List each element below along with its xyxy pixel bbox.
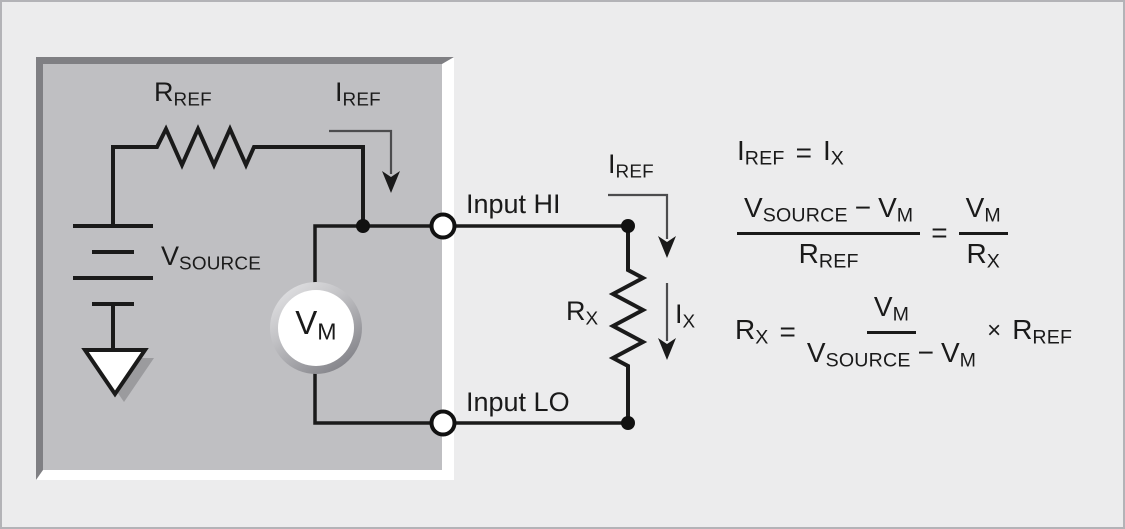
equation-ohms-law-ratio: VSOURCE−VM RREF = VM RX (737, 191, 1008, 274)
instrument-box (36, 57, 454, 480)
iref-internal-label: IREF (335, 77, 381, 111)
equation-rx-solution: RX = VM VSOURCE−VM × RREF (735, 291, 1073, 372)
rx-resistor-wire (608, 226, 648, 423)
vsource-label: VSOURCE (161, 241, 262, 275)
input-hi-wire (313, 224, 628, 283)
input-lo-label: Input LO (466, 387, 570, 417)
junction-dot-rx-bottom (621, 416, 635, 430)
input-lo-wire (313, 372, 628, 425)
battery-symbol (73, 224, 153, 352)
input-hi-label: Input HI (466, 189, 561, 219)
rref-label: RREF (154, 77, 212, 111)
junction-dot-hi-internal (356, 219, 370, 233)
rx-label: RX (566, 296, 599, 330)
junction-dot-rx-top (621, 219, 635, 233)
equation-current-equality: IREF = IX (737, 135, 844, 170)
input-lo-terminal (429, 409, 457, 437)
ground-symbol (81, 348, 154, 402)
iref-internal-arrow (329, 129, 400, 193)
vm-label: VM (295, 304, 337, 345)
voltmeter (270, 282, 362, 374)
rref-resistor-wire (111, 124, 365, 224)
input-hi-terminal (429, 212, 457, 240)
times-operator: × (987, 317, 1002, 345)
iref-external-arrow (608, 193, 676, 258)
iref-external-label: IREF (608, 149, 654, 183)
ix-label: IX (675, 299, 696, 333)
ix-arrow (658, 283, 676, 360)
